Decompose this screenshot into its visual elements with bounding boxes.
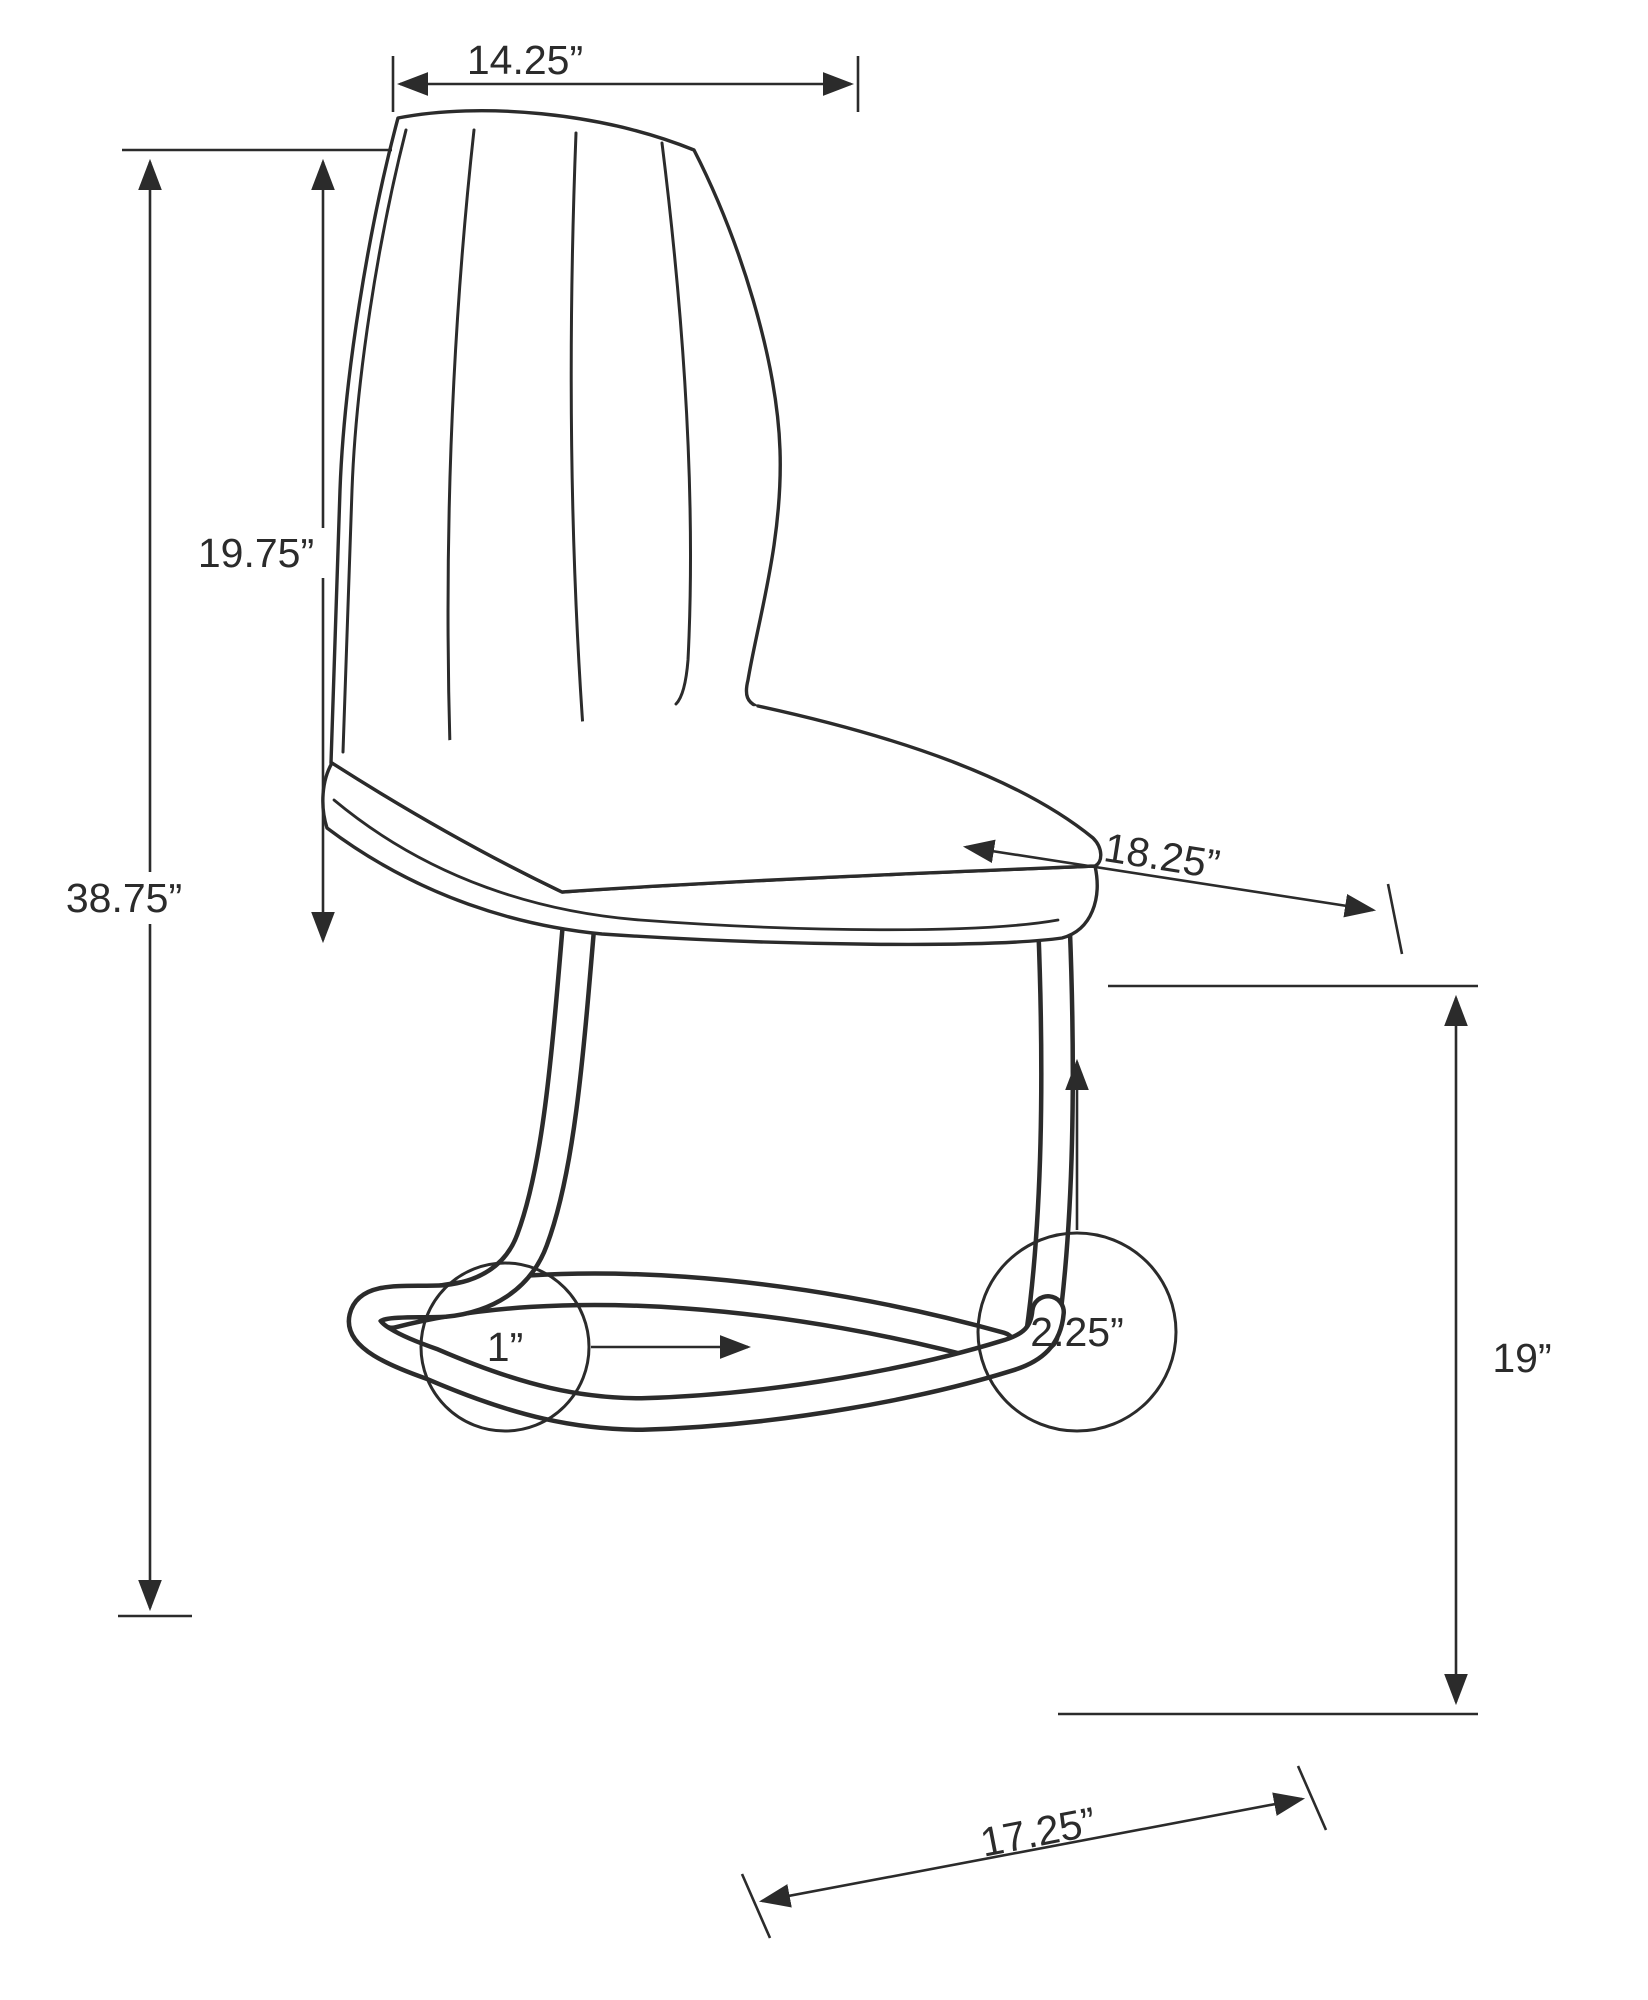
backrest-outline (329, 109, 782, 765)
dimension-annotations: 14.25” 19.75” 38.75” 18.25” 19” (36, 37, 1552, 1939)
dim-seat-depth-line (962, 839, 1377, 918)
backrest (329, 109, 782, 765)
dim-seat-thickness: 2.25” (976, 1058, 1178, 1433)
dim-label-seat-thickness: 2.25” (1030, 1309, 1123, 1355)
backrest-seam-1 (446, 128, 476, 750)
seat-top-fill (332, 706, 1101, 892)
dim-overall-height: 38.75” (36, 158, 212, 1618)
dim-tube-diameter: 1” (419, 1261, 752, 1433)
dim-seat-height: 19” (1058, 984, 1552, 1716)
dim-base-depth-tick-right (1296, 1765, 1328, 1831)
dim-label-back-width: 14.25” (467, 37, 583, 83)
backrest-fill (331, 110, 781, 764)
dim-label-back-height-bg (178, 528, 334, 578)
dim-back-height: 19.75” (122, 148, 392, 944)
dim-seat-depth-tick-right (1386, 883, 1404, 955)
dim-base-depth-line (758, 1792, 1306, 1908)
seat (321, 704, 1103, 947)
dim-tube-diameter-circle (419, 1261, 591, 1433)
dim-label-back-height: 19.75” (198, 530, 314, 576)
dim-base-depth-tick-left (740, 1873, 772, 1939)
backrest-seam-2 (569, 131, 586, 744)
dim-label-tube-diameter: 1” (487, 1324, 523, 1370)
front-riser-and-rail-core (351, 870, 1062, 1428)
backrest-seam-3 (660, 141, 692, 706)
dim-seat-thickness-circle (976, 1231, 1178, 1433)
dim-label-seat-height: 19” (1492, 1335, 1551, 1381)
rear-riser-tube-core (1028, 912, 1071, 1348)
backrest-side-edge-line (341, 128, 408, 754)
base-frame (346, 866, 1076, 1432)
dim-label-seat-depth: 18.25” (1101, 824, 1223, 888)
dim-base-depth: 17.25” (740, 1765, 1328, 1939)
dim-back-width: 14.25” (391, 37, 860, 112)
dim-label-overall-height-bg (36, 872, 212, 924)
seat-front-seam (332, 798, 1060, 932)
chair-illustration (321, 109, 1103, 1432)
dim-label-base-depth: 17.25” (977, 1798, 1100, 1865)
dim-label-overall-height: 38.75” (66, 875, 182, 921)
